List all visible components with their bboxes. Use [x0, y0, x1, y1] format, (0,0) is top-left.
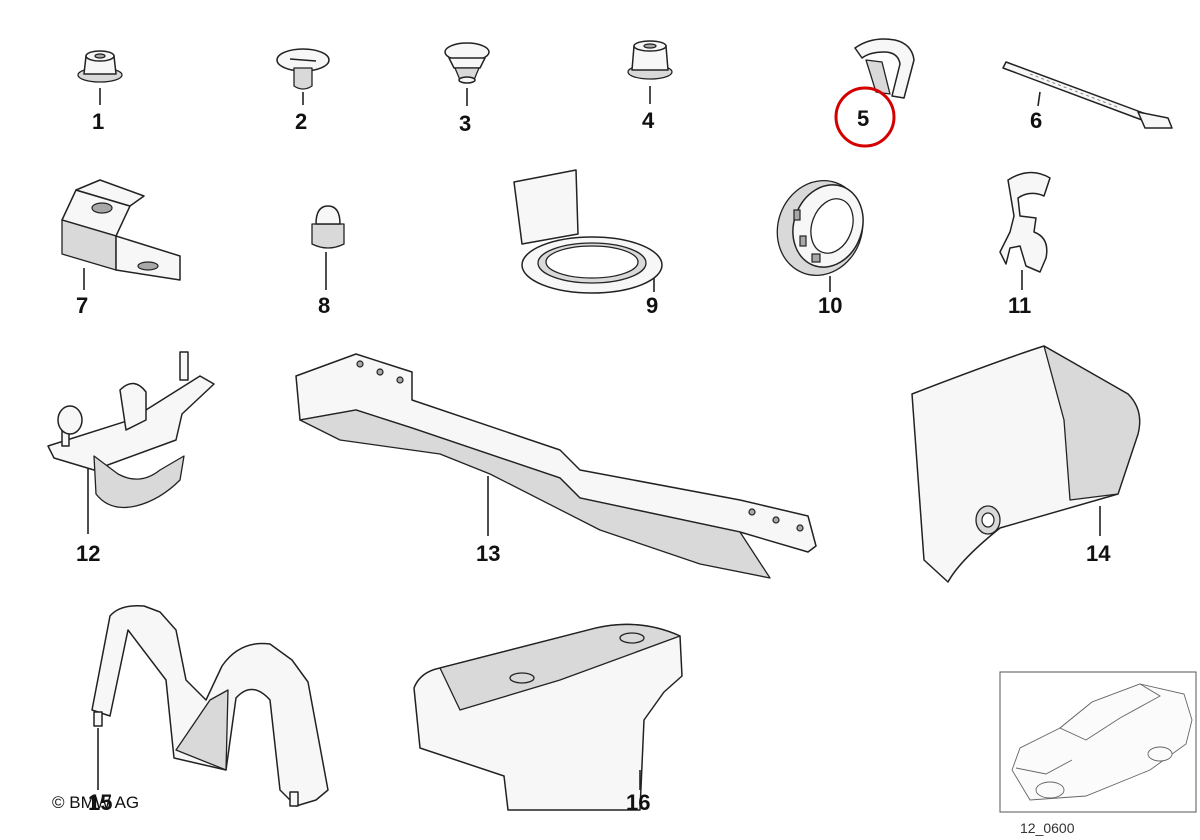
vehicle-thumbnail[interactable]: 12_0600 [999, 671, 1197, 836]
copyright-notice: © BMW AG [52, 793, 139, 812]
part-15-arch-bracket[interactable] [91, 604, 329, 807]
part-number-11: 11 [1008, 293, 1031, 318]
part-4-collar-nut[interactable] [627, 40, 673, 80]
part-number-5: 5 [857, 106, 869, 131]
part-number-7: 7 [76, 293, 88, 318]
part-16-shield[interactable] [413, 623, 683, 811]
part-number-16: 16 [626, 790, 650, 815]
part-number-2: 2 [295, 109, 307, 134]
part-8-cap[interactable] [311, 205, 345, 249]
part-number-8: 8 [318, 293, 330, 318]
part-9-ring-holder[interactable] [513, 169, 663, 294]
part-10-grommet[interactable] [764, 169, 876, 288]
part-number-4: 4 [642, 108, 655, 133]
part-2-screw[interactable] [276, 48, 330, 90]
part-number-6: 6 [1030, 108, 1042, 133]
car-illustration [1011, 683, 1193, 801]
part-5-spring-clip[interactable] [854, 38, 915, 99]
part-number-12: 12 [76, 541, 100, 566]
part-14-cover[interactable] [911, 345, 1141, 583]
part-3-expansion-rivet[interactable] [444, 42, 490, 84]
part-11-double-clip[interactable] [999, 171, 1051, 273]
part-12-mounting-bracket[interactable] [47, 351, 215, 509]
part-7-bracket[interactable] [61, 179, 181, 281]
part-number-13: 13 [476, 541, 500, 566]
part-number-15: 15 [88, 790, 112, 815]
part-number-14: 14 [1086, 541, 1111, 566]
highlight-circle [834, 86, 896, 148]
part-13-rail[interactable] [295, 353, 817, 579]
thumbnail-label: 12_0600 [1020, 820, 1075, 836]
part-number-9: 9 [646, 293, 658, 318]
part-1-hex-nut[interactable] [77, 50, 123, 83]
part-number-10: 10 [818, 293, 842, 318]
part-6-cable-tie[interactable] [1002, 61, 1173, 129]
part-number-3: 3 [459, 111, 471, 136]
part-number-1: 1 [92, 109, 104, 134]
